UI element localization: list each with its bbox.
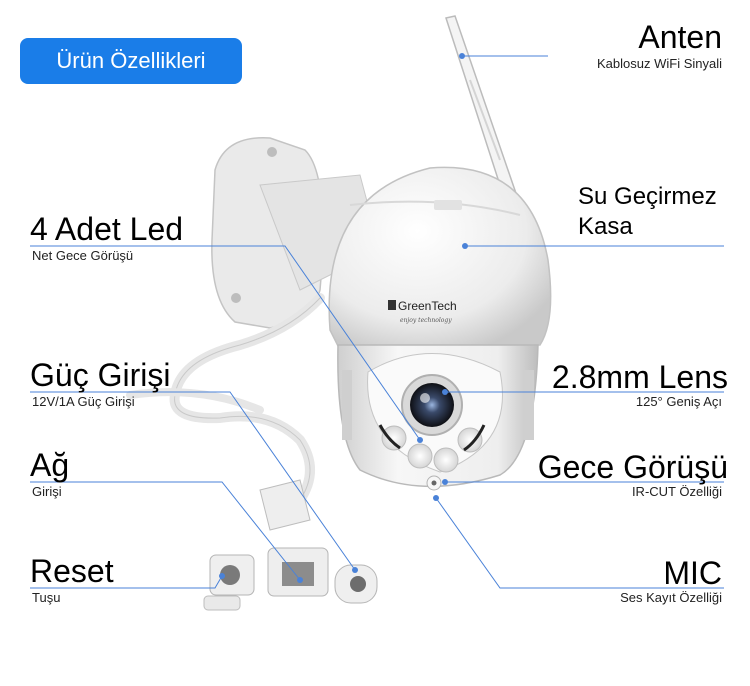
waterproof-title-line2: Kasa (578, 213, 633, 240)
led-title: 4 Adet Led (30, 211, 184, 247)
antenna-subtitle: Kablosuz WiFi Sinyali (597, 56, 722, 71)
power-input-title: Güç Girişi (30, 357, 171, 393)
callout-lines (30, 53, 724, 589)
reset-title: Reset (30, 553, 114, 589)
cable (126, 293, 325, 505)
antenna-title: Anten (638, 19, 722, 55)
reset-subtitle: Tuşu (32, 590, 61, 605)
svg-text:enjoy technology: enjoy technology (400, 317, 452, 324)
lens-subtitle: 125° Geniş Açı (635, 394, 722, 409)
lens-title: 2.8mm Lens (551, 359, 728, 395)
network-subtitle: Girişi (32, 484, 62, 499)
connectors (203, 479, 378, 611)
led-subtitle: Net Gece Görüşü (32, 248, 134, 263)
night-vision-title: Gece Görüşü (537, 449, 728, 485)
waterproof-title-line1: Su Geçirmez (578, 183, 717, 210)
mic-subtitle: Ses Kayıt Özelliği (620, 590, 722, 605)
mic-title: MIC (663, 555, 722, 591)
night-vision-subtitle: IR-CUT Özelliği (631, 484, 722, 499)
camera-body (337, 344, 539, 491)
svg-text:GreenTech: GreenTech (398, 299, 457, 313)
network-title: Ağ (30, 447, 70, 483)
brand-logo: GreenTech enjoy technology (388, 299, 457, 324)
power-input-subtitle: 12V/1A Güç Girişi (32, 394, 135, 409)
product-features-badge: Ürün Özellikleri (20, 38, 242, 84)
dome-housing (328, 166, 552, 351)
